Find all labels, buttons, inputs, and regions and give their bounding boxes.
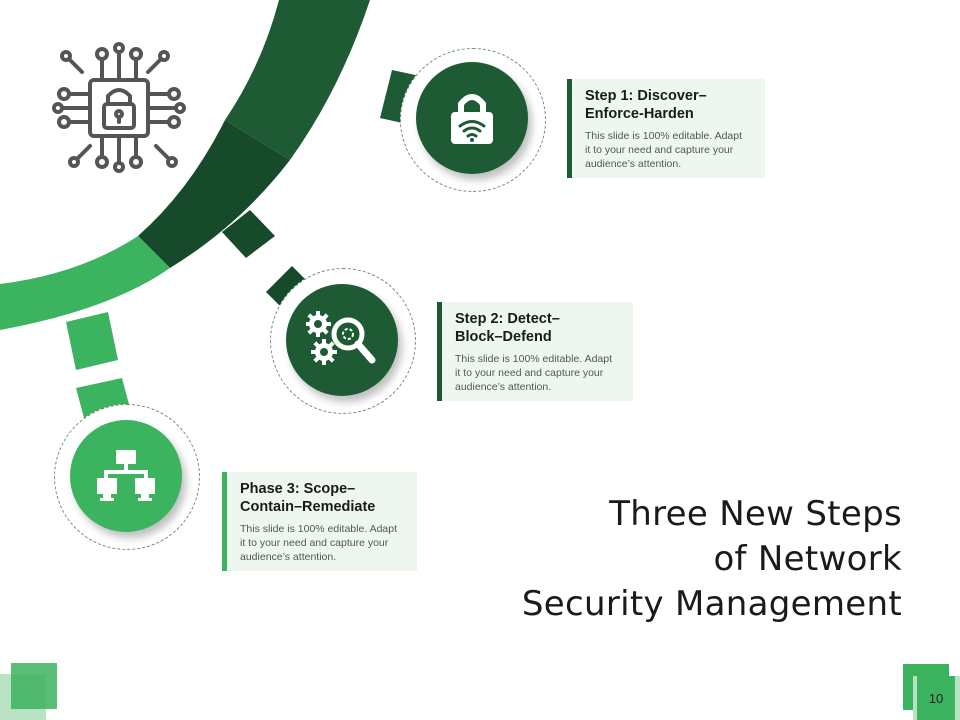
step-3-title: Phase 3: Scope– Contain–Remediate bbox=[240, 481, 376, 515]
step-3-node bbox=[70, 420, 182, 532]
gears-magnifier-icon bbox=[306, 311, 376, 365]
page-number: 10 bbox=[917, 676, 955, 720]
step-2-node bbox=[286, 284, 398, 396]
corner-square-bottom-left bbox=[11, 663, 57, 709]
step-3-description: This slide is 100% editable. Adapt it to… bbox=[240, 523, 398, 563]
step-1-node bbox=[416, 62, 528, 174]
gear-segment-top bbox=[225, 0, 370, 160]
step-1-description: This slide is 100% editable. Adapt it to… bbox=[585, 130, 743, 170]
step-1-title: Step 1: Discover– Enforce-Harden bbox=[585, 88, 707, 122]
gear-segment-middle bbox=[138, 120, 290, 268]
gear-tooth-3 bbox=[266, 266, 312, 312]
network-hierarchy-icon bbox=[97, 450, 155, 501]
step-3-card: Phase 3: Scope– Contain–Remediate This s… bbox=[222, 472, 417, 571]
step-2-description: This slide is 100% editable. Adapt it to… bbox=[455, 353, 613, 393]
slide-title: Three New Steps of Network Security Mana… bbox=[521, 494, 902, 624]
gear-segment-bottom bbox=[0, 236, 170, 330]
gear-tooth-2 bbox=[222, 210, 275, 258]
step-2-card: Step 2: Detect– Block–Defend This slide … bbox=[437, 302, 633, 401]
gear-tooth-4 bbox=[66, 312, 118, 370]
lock-wifi-icon bbox=[451, 94, 493, 144]
step-1-card: Step 1: Discover– Enforce-Harden This sl… bbox=[567, 79, 765, 178]
circuit-lock-icon bbox=[52, 42, 186, 173]
step-2-title: Step 2: Detect– Block–Defend bbox=[455, 311, 560, 345]
